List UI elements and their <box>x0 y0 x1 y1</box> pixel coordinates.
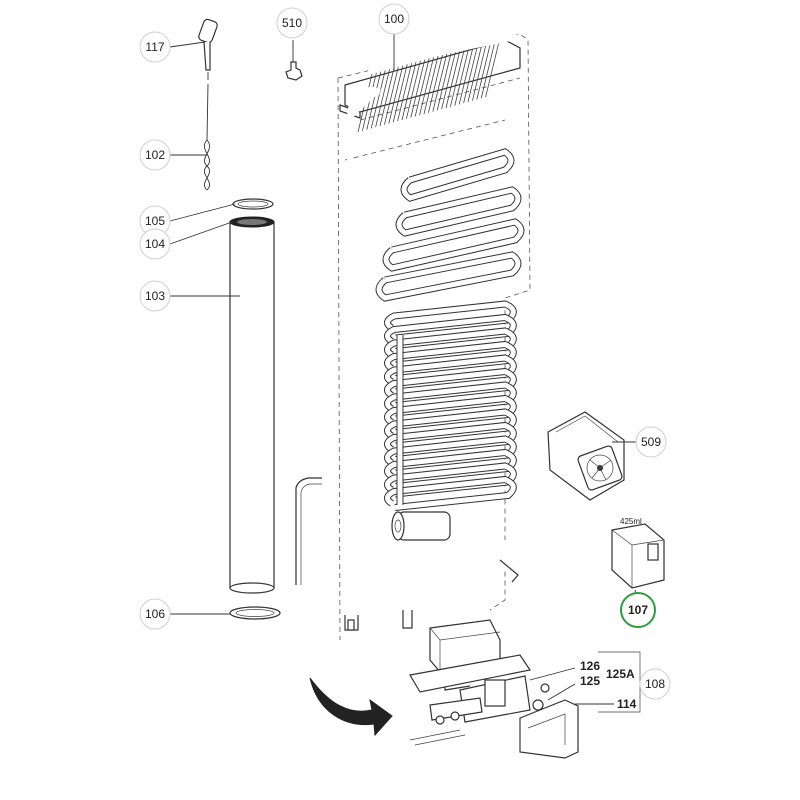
callout-label: 102 <box>145 148 165 162</box>
callout-509[interactable]: 509 <box>635 426 667 458</box>
direction-arrow <box>309 677 393 737</box>
callout-104[interactable]: 104 <box>139 228 171 260</box>
callout-105[interactable]: 105 <box>139 205 171 237</box>
part-105-ring <box>232 198 274 210</box>
part-510-sensor <box>285 45 303 81</box>
label-114[interactable]: 114 <box>617 697 637 711</box>
part-509-fan <box>547 411 625 501</box>
part-103-flue-tube <box>229 216 275 594</box>
condenser-fins <box>357 39 500 133</box>
label-125a[interactable]: 125A <box>606 667 635 681</box>
callout-510[interactable]: 510 <box>276 7 308 39</box>
callout-label: 107 <box>628 603 648 617</box>
callout-107[interactable]: 107 <box>620 592 656 628</box>
label-125[interactable]: 125 <box>580 674 600 688</box>
tank-capacity-label: 425ml <box>620 517 642 526</box>
part-117-cap <box>198 18 218 80</box>
callout-108[interactable]: 108 <box>639 668 671 700</box>
callout-label: 509 <box>641 435 661 449</box>
callout-label: 104 <box>145 237 165 251</box>
callout-label: 106 <box>145 607 165 621</box>
callout-label: 103 <box>145 289 165 303</box>
part-108-burner-assembly <box>409 619 579 759</box>
label-126[interactable]: 126 <box>580 659 600 673</box>
callout-label: 117 <box>145 40 164 54</box>
callout-103[interactable]: 103 <box>139 280 171 312</box>
callout-102[interactable]: 102 <box>139 139 171 171</box>
part-102-flue-spiral <box>204 83 210 191</box>
hook-rod <box>295 477 322 585</box>
evaporator-coil <box>375 148 525 302</box>
callout-label: 510 <box>282 16 302 30</box>
callout-label: 100 <box>384 12 404 26</box>
absorber-spiral <box>384 300 517 511</box>
part-100-cooling-unit <box>337 29 531 641</box>
callout-label: 108 <box>645 677 665 691</box>
part-107-tank <box>611 523 665 599</box>
part-106-gasket <box>229 606 281 620</box>
leader-lines <box>169 32 641 713</box>
callout-117[interactable]: 117 <box>139 31 171 63</box>
callout-106[interactable]: 106 <box>139 598 171 630</box>
callout-label: 105 <box>145 214 165 228</box>
callout-100[interactable]: 100 <box>378 3 410 35</box>
part-105-ring-inner <box>237 200 269 208</box>
